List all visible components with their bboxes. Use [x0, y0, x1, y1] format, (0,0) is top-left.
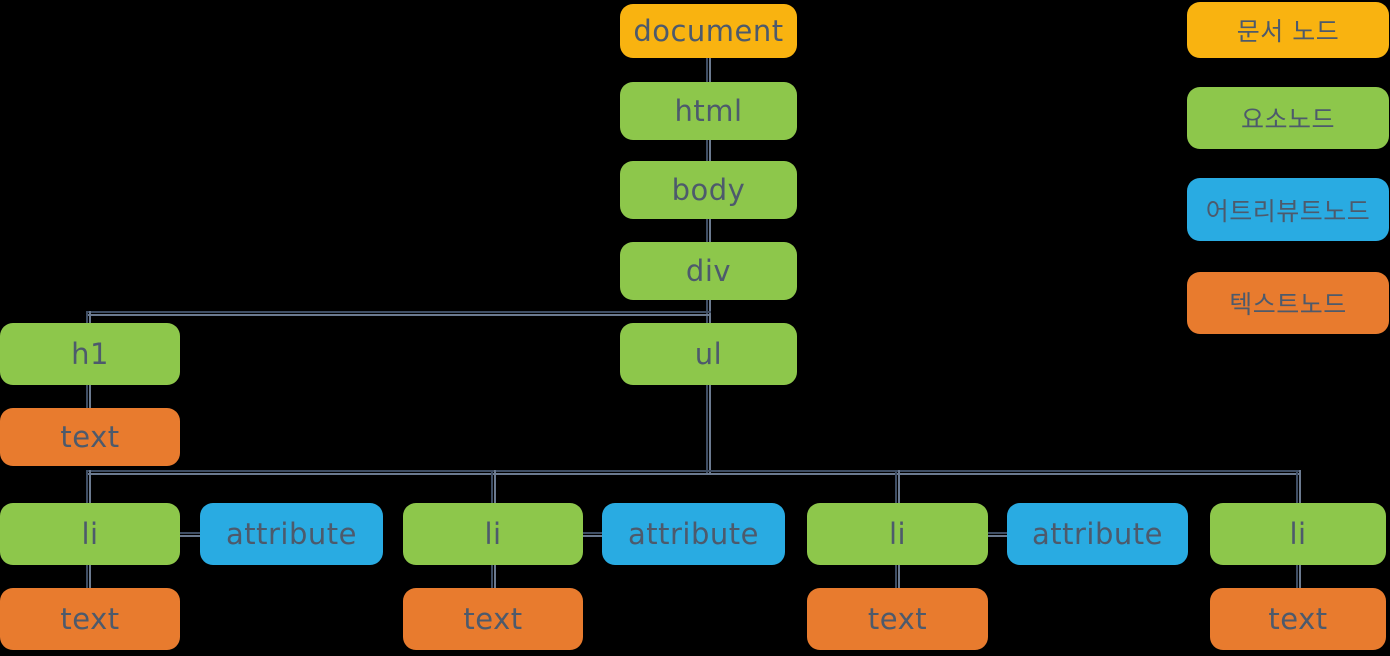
connector-li2-text — [491, 565, 496, 588]
node-h1: h1 — [0, 323, 180, 385]
connector-branch-li1 — [86, 470, 91, 503]
legend-item-element-node: 요소노드 — [1187, 87, 1389, 149]
node-div: div — [620, 242, 797, 300]
connector-div-branch-line — [86, 311, 711, 316]
node-html: html — [620, 82, 797, 140]
connector-h1-text — [86, 385, 91, 408]
connector-branch-li4 — [1296, 470, 1301, 503]
node-li-2-text: text — [403, 588, 583, 650]
node-body: body — [620, 161, 797, 219]
connector-li2-attribute — [583, 532, 602, 537]
node-li-1-text: text — [0, 588, 180, 650]
node-li-3-text: text — [807, 588, 988, 650]
node-h1-text: text — [0, 408, 180, 466]
connector-li3-text — [895, 565, 900, 588]
connector-li4-text — [1296, 565, 1301, 588]
legend-item-text-node: 텍스트노드 — [1187, 272, 1389, 334]
connector-branch-h1 — [86, 311, 91, 324]
node-ul: ul — [620, 323, 797, 385]
legend-item-attribute-node: 어트리뷰트노드 — [1187, 178, 1389, 241]
connector-li1-text — [86, 565, 91, 588]
node-li-1: li — [0, 503, 180, 565]
node-attribute-3: attribute — [1007, 503, 1188, 565]
connector-html-body — [706, 140, 711, 161]
node-li-4: li — [1210, 503, 1386, 565]
node-document: document — [620, 4, 797, 58]
connector-branch-li3 — [895, 470, 900, 503]
node-li-4-text: text — [1210, 588, 1386, 650]
connector-ul-children — [706, 385, 711, 475]
legend-item-document-node: 문서 노드 — [1187, 2, 1389, 58]
connector-li3-attribute — [988, 532, 1007, 537]
node-li-3: li — [807, 503, 988, 565]
connector-ul-branch-line — [86, 470, 1301, 475]
node-li-2: li — [403, 503, 583, 565]
connector-li1-attribute — [180, 532, 200, 537]
node-attribute-2: attribute — [602, 503, 785, 565]
connector-document-html — [706, 58, 711, 82]
connector-body-div — [706, 219, 711, 242]
connector-branch-li2 — [491, 470, 496, 503]
node-attribute-1: attribute — [200, 503, 383, 565]
